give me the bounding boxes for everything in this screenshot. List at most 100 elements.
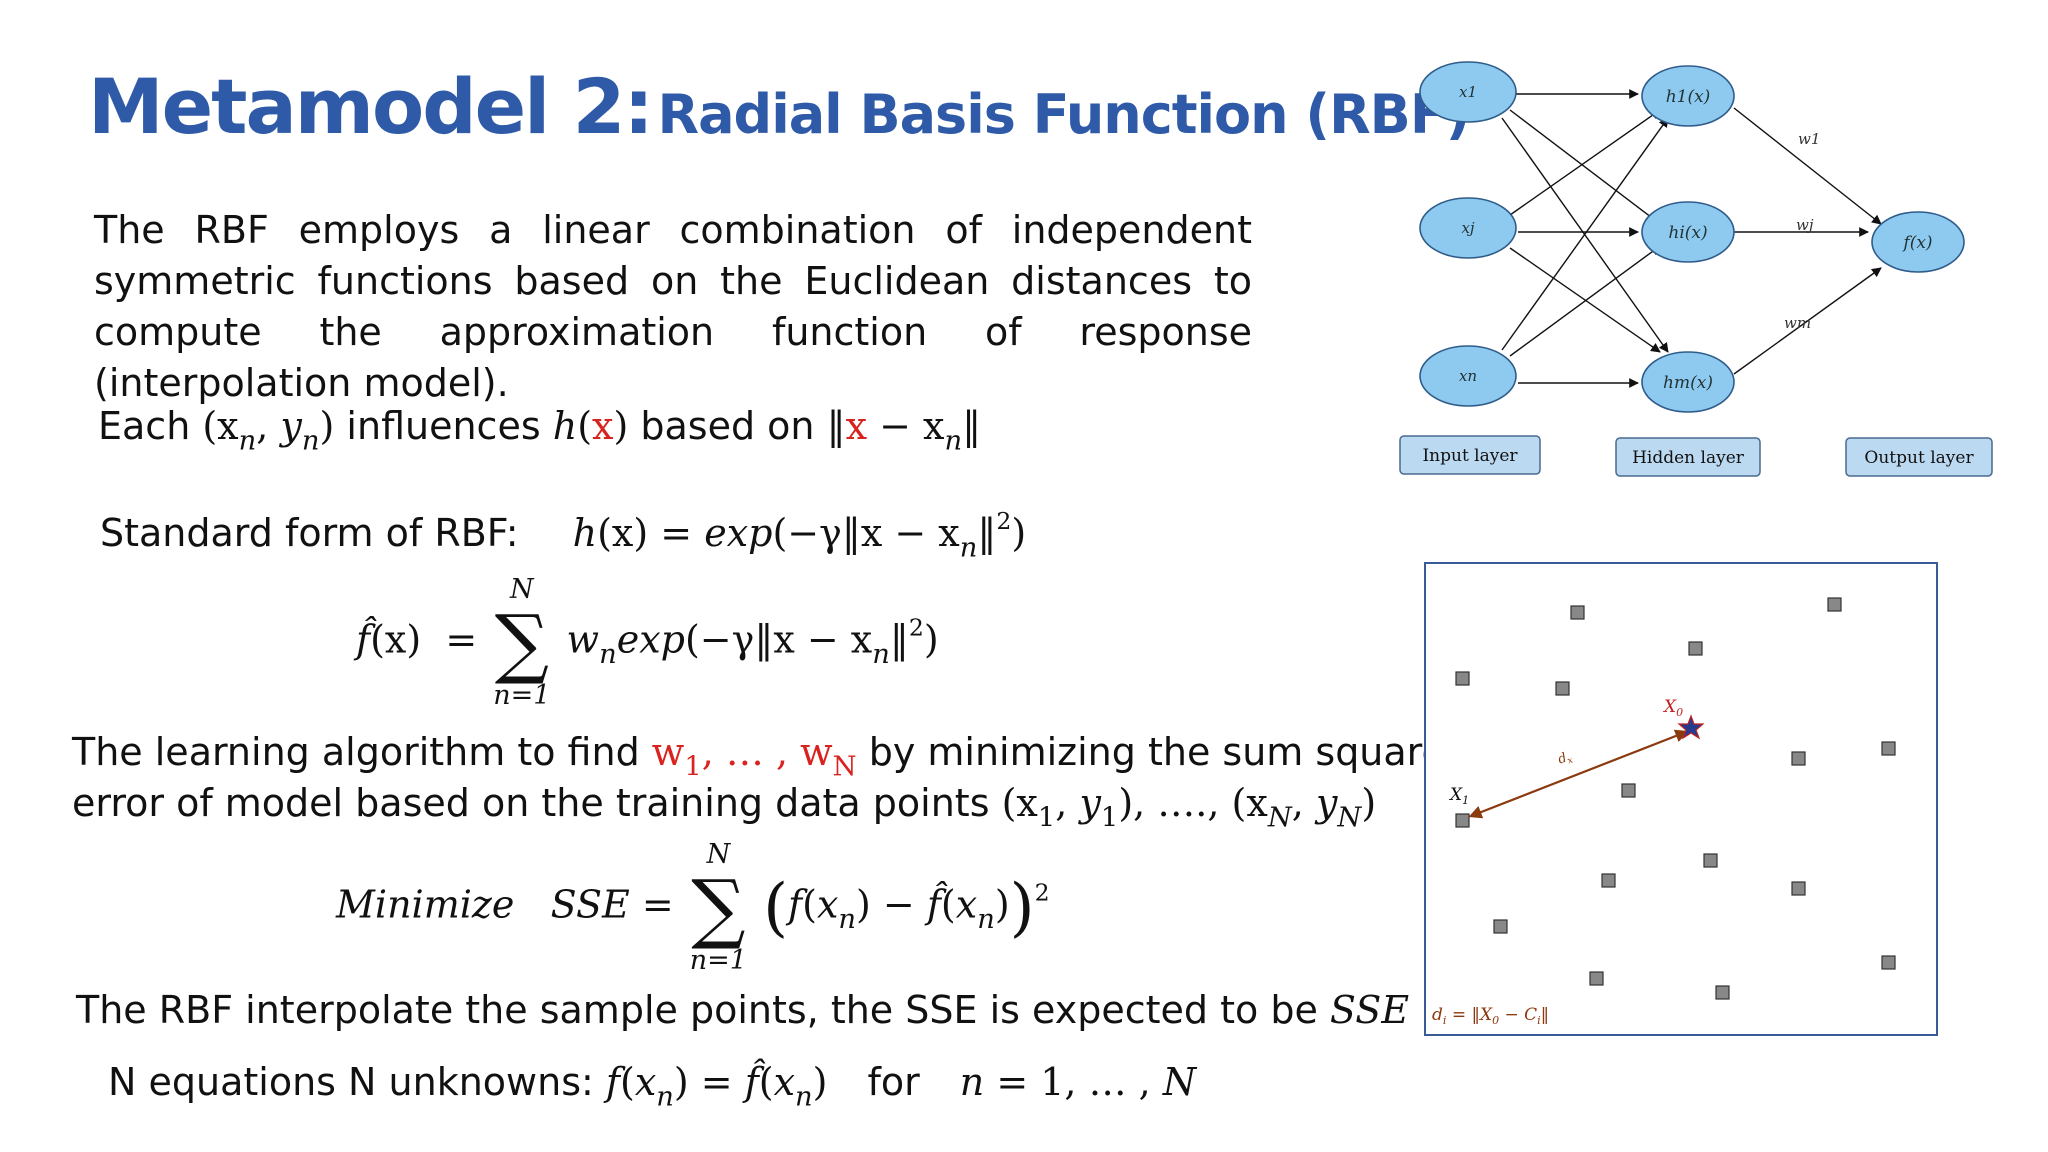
edge-xj-h1: [1509, 109, 1661, 216]
x0-star-icon: [1677, 714, 1705, 740]
hidden-label-1: h1(x): [1666, 87, 1711, 107]
sample-point: [1791, 881, 1806, 896]
output-layer-box: [1845, 437, 1993, 477]
weight-label-m: wm: [1784, 314, 1811, 332]
hidden-nodes: [1641, 65, 1735, 413]
sample-point: [1791, 751, 1806, 766]
layer-labels: Input layer Hidden layer Output layer: [1422, 446, 1974, 468]
hidden-layer-label: Hidden layer: [1632, 448, 1745, 468]
hidden-node-1: [1641, 65, 1735, 127]
learning-prefix: The learning algorithm to find: [72, 730, 652, 774]
sample-point: [1881, 955, 1896, 970]
each-line: Each (xn, yn) influences h(x) based on ‖…: [98, 404, 981, 456]
sample-point: [1555, 681, 1570, 696]
hidden-label-i: hi(x): [1668, 223, 1707, 243]
standard-form-label: Standard form of RBF:: [100, 510, 519, 555]
input-node-j: [1419, 197, 1517, 259]
each-norm-math: ‖x − xn‖: [826, 404, 982, 457]
input-layer-box: [1399, 435, 1541, 475]
hidden-node-i: [1641, 201, 1735, 263]
weights-dots: , … ,: [701, 730, 801, 774]
input-node-n: [1419, 345, 1517, 407]
input-node-1: [1419, 61, 1517, 123]
input-layer-label: Input layer: [1422, 446, 1518, 466]
x1-label: X1: [1448, 785, 1469, 807]
w1-symbol: w: [651, 730, 685, 774]
input-label-n: xn: [1459, 367, 1477, 385]
learning-weights: w1, … , wN: [651, 730, 857, 782]
rbf-distance-diagram: X0 X1 dx di = ‖X0 − Ci‖: [1424, 562, 1938, 1036]
learning-suffix: by minimizing the sum square: [856, 730, 1445, 774]
title-name: Radial Basis Function (RBF): [657, 83, 1471, 146]
fhat-equation: f̂(x) = N∑n=1 wnexp(−γ‖x − xn‖2): [356, 574, 939, 711]
each-prefix: Each: [98, 404, 203, 448]
edge-x1-hi: [1509, 109, 1661, 225]
range-math: n = 1, … , N: [959, 1060, 1197, 1104]
each-pair-math: (xn, yn): [202, 404, 335, 457]
output-layer-label: Output layer: [1864, 448, 1974, 468]
sample-point: [1621, 783, 1636, 798]
training-points-math: (x1, y1), …., (xN, yN): [1001, 781, 1377, 834]
intro-paragraph: The RBF employs a linear combination of …: [94, 208, 1252, 405]
learning-line-1: The learning algorithm to find w1, … , w…: [72, 730, 1445, 782]
equations-line: N equations N unknowns: f(xn) = f̂(xn) fo…: [108, 1060, 1196, 1112]
w1-sub: 1: [684, 751, 702, 783]
edge-hm-out: [1733, 267, 1882, 375]
sample-point: [1827, 597, 1842, 612]
equations-prefix: N equations N unknowns:: [108, 1060, 606, 1104]
diagram-frame: [1424, 562, 1938, 1036]
sample-point: [1570, 605, 1585, 620]
input-label-1: x1: [1459, 83, 1477, 101]
weight-label-j: wj: [1796, 216, 1814, 234]
sample-point: [1493, 919, 1508, 934]
x0-label: X0: [1662, 697, 1683, 719]
input-nodes: [1419, 61, 1517, 407]
edge-xn-h1: [1501, 117, 1669, 351]
layer-boxes: [1399, 435, 1993, 477]
fhat-sum-symbol: N∑n=1: [493, 574, 551, 711]
weight-label-1: w1: [1798, 130, 1820, 148]
distance-arrow: [1468, 729, 1689, 819]
learning-line2-prefix: error of model based on the training dat…: [72, 781, 1002, 825]
sample-point: [1703, 853, 1718, 868]
hidden-layer-box: [1615, 437, 1761, 477]
sample-point: [1589, 971, 1604, 986]
sse-word: SSE: [550, 882, 630, 927]
interpolate-line: The RBF interpolate the sample points, t…: [76, 988, 1501, 1032]
minimize-equation: Minimize SSE = N∑n=1 (f(xn) − f̂(xn))2: [336, 839, 1050, 976]
rbf-network-diagram: w1 wj wm x1 xj xn h1(x) hi(x) hm(x) f(x)…: [1399, 61, 1993, 477]
wN-symbol: w: [800, 730, 833, 774]
edge-h1-out: [1733, 107, 1882, 225]
learning-line-2: error of model based on the training dat…: [72, 781, 1376, 833]
sample-point: [1601, 873, 1616, 888]
sse-sum-symbol: N∑n=1: [689, 839, 747, 976]
edge-xn-hi: [1509, 245, 1661, 357]
interpolate-text: The RBF interpolate the sample points, t…: [76, 988, 1330, 1032]
sample-point: [1715, 985, 1730, 1000]
output-label: f(x): [1901, 233, 1932, 253]
minimize-word: Minimize: [336, 882, 515, 927]
weight-labels: w1 wj wm: [1784, 130, 1820, 332]
wN-sub: N: [832, 751, 857, 783]
standard-form-math: h(x) = exp(−γ‖x − xn‖2): [572, 507, 1027, 564]
title-metamodel: Metamodel 2:: [88, 62, 654, 151]
input-hidden-connections: [1501, 89, 1669, 388]
output-node: [1871, 211, 1965, 273]
hidden-node-labels: h1(x) hi(x) hm(x): [1663, 87, 1713, 393]
input-label-j: xj: [1461, 219, 1474, 237]
hidden-label-m: hm(x): [1663, 373, 1713, 393]
edge-xj-hm: [1509, 247, 1661, 353]
sample-point: [1455, 671, 1470, 686]
hidden-output-connections: [1733, 107, 1882, 375]
sample-point: [1455, 813, 1470, 828]
sample-point: [1881, 741, 1896, 756]
each-middle: influences: [334, 404, 553, 448]
input-node-labels: x1 xj xn: [1459, 83, 1477, 385]
each-h-math: h(x): [552, 404, 629, 448]
standard-form-line: Standard form of RBF: h(x) = exp(−γ‖x − …: [100, 507, 1026, 563]
equations-math: f(xn) = f̂(xn): [605, 1060, 828, 1113]
for-word: for: [867, 1060, 920, 1104]
distance-formula: di = ‖X0 − Ci‖: [1432, 1005, 1549, 1027]
hidden-node-m: [1641, 351, 1735, 413]
each-based: based on: [628, 404, 827, 448]
